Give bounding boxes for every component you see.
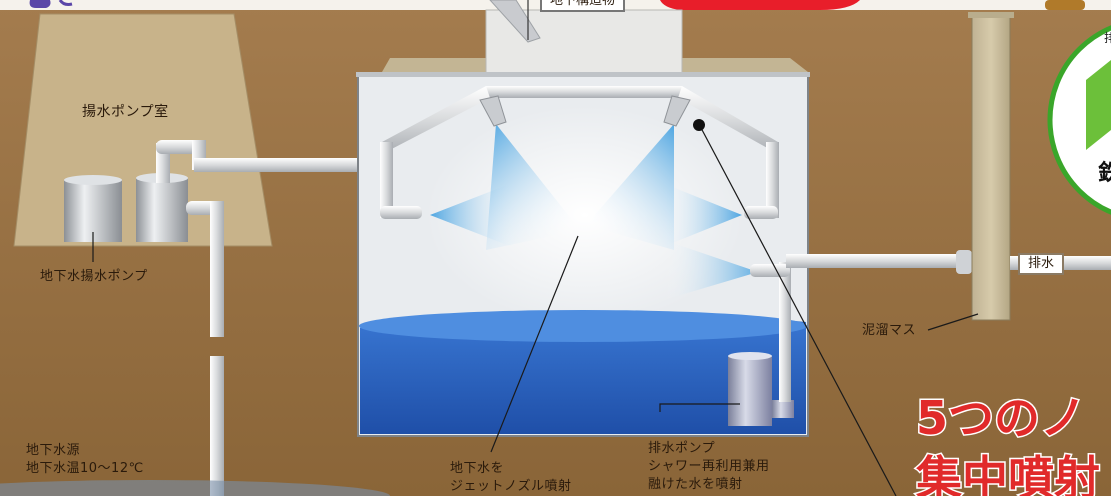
logo-fragment-icon	[29, 0, 51, 8]
mud-basin	[971, 13, 1011, 321]
drain-pump-icon	[728, 250, 972, 426]
leader-jet-nozzle	[490, 235, 579, 453]
label-top-structure: 地下構造物	[540, 0, 626, 12]
label-drain: 排水	[1018, 253, 1065, 275]
promo-headline-line1: 5つのノ	[914, 391, 1087, 446]
label-drain-pump: 排水ポンプ シャワー再利用兼用 融けた水を噴射	[648, 441, 770, 492]
jet-sprays	[430, 124, 758, 300]
badge-icon: 鉄 排	[1047, 25, 1111, 215]
leader-mud-basin	[927, 313, 979, 331]
nozzle-marker-icon	[693, 119, 705, 131]
nozzle-manifold	[380, 86, 779, 219]
groundwater-pump-icon	[64, 173, 188, 242]
label-groundwater-pump: 地下水揚水ポンプ	[40, 269, 148, 284]
svg-text:排: 排	[1104, 31, 1111, 45]
promo-headline-line2: 集中噴射	[915, 451, 1102, 496]
label-jet-nozzle: 地下水を ジェットノズル噴射	[450, 461, 572, 494]
groundwater-source	[0, 480, 390, 496]
label-pump-room: 揚水ポンプ室	[82, 104, 169, 120]
supply-pipe	[156, 140, 380, 496]
leader-drain-pump	[659, 403, 740, 412]
label-mud-basin: 泥溜マス	[862, 323, 917, 338]
label-groundwater-source: 地下水源 地下水温10～12℃	[26, 443, 144, 476]
leader-nozzle-dot	[699, 125, 897, 496]
red-banner-fragment	[660, 0, 860, 10]
svg-text:鉄: 鉄	[1098, 160, 1111, 186]
